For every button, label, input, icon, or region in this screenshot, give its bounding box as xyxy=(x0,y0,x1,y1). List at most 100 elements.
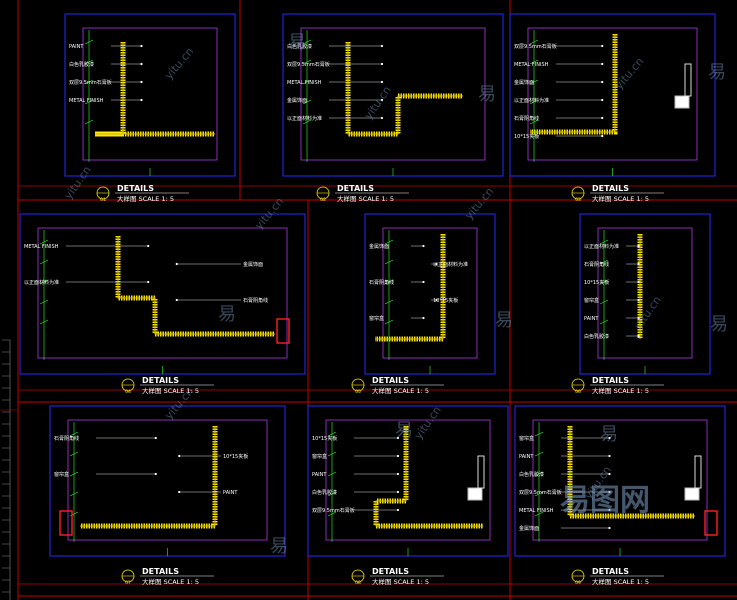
dimension-tick xyxy=(327,511,337,517)
dimension-tick xyxy=(84,99,94,105)
leader-dot xyxy=(396,436,400,440)
leader-dot xyxy=(637,280,640,284)
detail-number: 08 xyxy=(355,580,361,586)
callout-text: METAL FINISH xyxy=(69,98,104,104)
dimension-tick xyxy=(39,279,49,285)
callout-text: 10*15夹板 xyxy=(312,435,337,442)
dimension-tick xyxy=(69,451,79,457)
callout-text: 石膏阴角线 xyxy=(243,297,268,304)
dimension-tick xyxy=(84,79,94,85)
red-section-mark xyxy=(59,510,73,536)
dimension-tick xyxy=(529,59,539,65)
fixture-icon xyxy=(467,487,483,501)
leader-dot xyxy=(637,316,640,320)
dimension-tick xyxy=(39,259,49,265)
watermark-glyph: 易 xyxy=(288,32,306,53)
detail-number: 07 xyxy=(125,580,131,586)
dimension-tick xyxy=(327,491,337,497)
callout-text: 白色乳胶漆 xyxy=(69,61,94,68)
ceiling-outline xyxy=(67,419,268,541)
detail-subtitle: 大样图 SCALE 1: 5 xyxy=(337,194,394,203)
wall-line xyxy=(80,426,216,527)
dimension-tick xyxy=(534,471,544,477)
dimension-tick xyxy=(384,299,394,305)
callout-text: 石膏阴角线 xyxy=(584,261,609,268)
leader-dot xyxy=(380,98,384,102)
red-section-mark xyxy=(276,318,290,344)
leader-dot xyxy=(380,44,384,48)
detail-title: DETAILS xyxy=(592,184,629,193)
leader-dot xyxy=(380,116,384,120)
callout-text: METAL FINISH xyxy=(514,62,549,68)
callout-text: 窗帘盒 xyxy=(312,453,327,460)
dimension-tick xyxy=(529,79,539,85)
dimension-tick xyxy=(302,79,312,85)
wall-line xyxy=(95,42,215,135)
dimension-tick xyxy=(534,451,544,457)
ceiling-outline xyxy=(382,227,478,359)
leader-dot xyxy=(608,508,611,512)
callout-text: 10*15夹板 xyxy=(433,297,458,304)
callout-text: PAINT xyxy=(519,454,534,460)
dimension-tick xyxy=(302,39,312,45)
leader-dot xyxy=(422,316,425,320)
detail-subtitle: 大样图 SCALE 1: 5 xyxy=(372,577,429,586)
leader-dot xyxy=(175,298,178,302)
detail-number: 04 xyxy=(125,389,131,395)
callout-text: METAL FINISH xyxy=(519,508,554,514)
watermark-glyph: 易 xyxy=(708,62,726,83)
leader-dot xyxy=(178,454,181,458)
watermark-glyph: 易 xyxy=(710,314,728,335)
detail-title: DETAILS xyxy=(142,376,179,385)
leader-dot xyxy=(154,436,157,440)
watermark-glyph: 易 xyxy=(395,420,413,441)
callout-text: 以正面材料为准 xyxy=(24,279,59,286)
ceiling-outline xyxy=(527,27,698,161)
dimension-tick xyxy=(384,239,394,245)
detail-subtitle: 大样图 SCALE 1: 5 xyxy=(592,194,649,203)
callout-text: 金属饰面 xyxy=(514,79,534,86)
ceiling-outline xyxy=(532,419,708,541)
dimension-tick xyxy=(39,319,49,325)
leader-dot xyxy=(140,80,143,84)
leader-dot xyxy=(140,62,143,66)
dimension-tick xyxy=(84,39,94,45)
callout-text: 窗帘盒 xyxy=(369,315,384,322)
callout-text: 金属饰面 xyxy=(243,261,263,268)
detail-subtitle: 大样图 SCALE 1: 5 xyxy=(592,386,649,395)
pendant-fixture xyxy=(694,455,702,489)
leader-dot xyxy=(435,298,438,302)
leader-dot xyxy=(608,490,611,494)
ceiling-outline xyxy=(37,227,288,359)
dimension-tick xyxy=(302,119,312,125)
callout-text: 以正面材料为准 xyxy=(584,243,619,250)
leader-dot xyxy=(175,262,178,266)
dimension-tick xyxy=(599,259,609,265)
detail-number: 01 xyxy=(100,197,106,203)
detail-title: DETAILS xyxy=(592,567,629,576)
leader-dot xyxy=(601,44,604,48)
leader-dot xyxy=(396,472,400,476)
leader-dot xyxy=(601,116,604,120)
leader-dot xyxy=(380,62,384,66)
dimension-tick xyxy=(327,451,337,457)
detail-number: 02 xyxy=(320,197,326,203)
dimension-tick xyxy=(69,471,79,477)
callout-text: 窗帘盒 xyxy=(54,471,69,478)
callout-text: 双层9.5mm石膏板 xyxy=(514,43,557,50)
callout-text: PAINT xyxy=(312,472,327,478)
leader-dot xyxy=(422,280,425,284)
leader-dot xyxy=(396,454,400,458)
detail-subtitle: 大样图 SCALE 1: 5 xyxy=(142,386,199,395)
dimension-tick xyxy=(69,431,79,437)
